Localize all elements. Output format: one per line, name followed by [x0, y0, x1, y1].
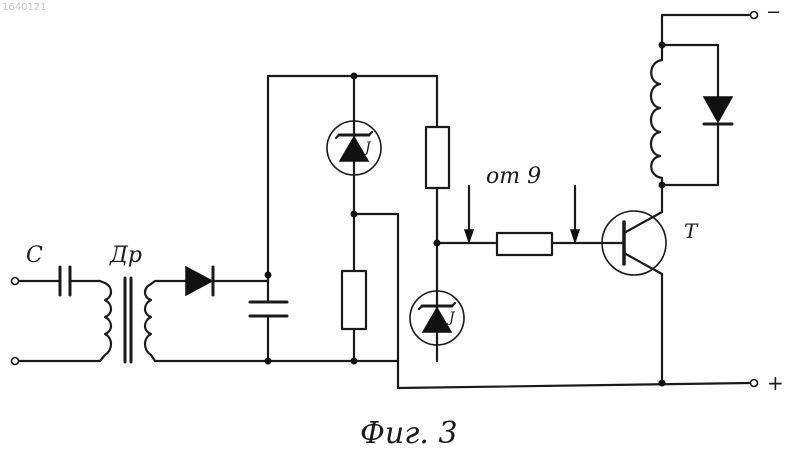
input-terminals: [12, 278, 19, 365]
resistor-base: [437, 233, 612, 255]
output-terminal-plus: [751, 380, 758, 387]
watermark-text: 1640121: [2, 2, 47, 13]
zener-mark-bottom: J: [446, 310, 456, 326]
choke-transformer: [19, 278, 155, 362]
zener-diode-bottom: J: [410, 290, 464, 361]
capacitor-input-label: С: [26, 243, 43, 268]
transistor-label: Т: [684, 219, 699, 243]
figure-caption: Фиг. 3: [360, 416, 458, 451]
terminal-plus-label: +: [767, 371, 784, 395]
input-terminal-bottom: [12, 358, 19, 365]
zener-diode-top: J: [327, 76, 381, 175]
transistor: Т: [602, 185, 699, 383]
resistor-top-right: [426, 76, 449, 290]
input-capacitor: [19, 267, 100, 295]
choke-label: Др: [109, 243, 142, 268]
flyback-diode: [662, 45, 732, 185]
input-terminal-top: [12, 278, 19, 285]
relay-coil: [651, 15, 666, 189]
rectifier-diode: [155, 267, 268, 295]
output-terminal-minus: [751, 12, 758, 19]
terminal-minus-label: −: [766, 2, 781, 23]
from-9-label: от 9: [486, 164, 541, 189]
filter-capacitor: [250, 76, 287, 365]
resistor-middle: [342, 271, 366, 365]
